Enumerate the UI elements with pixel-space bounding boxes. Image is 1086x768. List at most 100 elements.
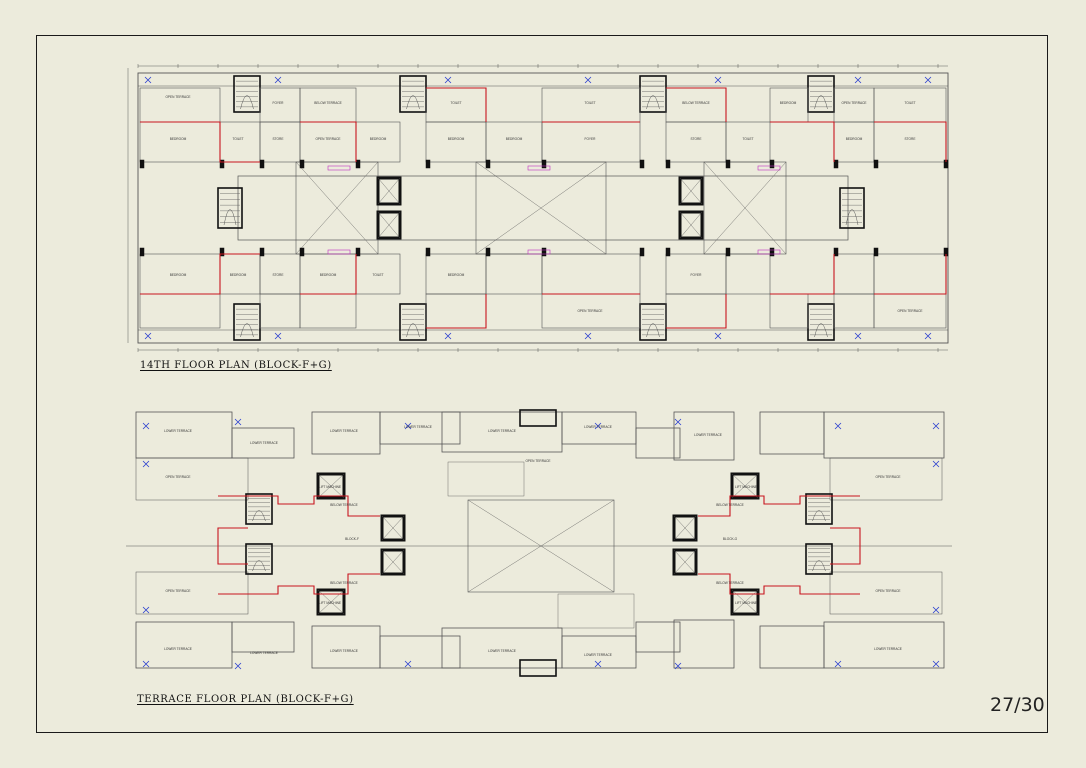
page-number: 27/30 xyxy=(990,694,1045,716)
room-label: LOWER TERRACE xyxy=(404,425,432,429)
room-label: OPEN TERRACE xyxy=(875,589,900,593)
room-top xyxy=(541,87,641,123)
below-terrace-box xyxy=(519,409,557,427)
room-top xyxy=(259,121,301,163)
room-label: BEDROOM xyxy=(370,137,387,141)
room-bottom xyxy=(873,253,947,295)
rainwater-pipe-mark xyxy=(144,76,152,84)
column xyxy=(665,159,671,169)
lift-machine-room xyxy=(316,588,346,616)
lower-terrace-box xyxy=(635,621,681,653)
room-top xyxy=(299,87,357,123)
terrace-staircase-arc xyxy=(812,510,826,522)
room-bottom xyxy=(485,253,543,295)
room-top xyxy=(665,87,727,123)
room-top xyxy=(873,87,947,123)
column xyxy=(485,159,491,169)
room-label: LOWER TERRACE xyxy=(330,649,358,653)
staircase xyxy=(807,303,835,341)
unit-boundary-red xyxy=(426,294,487,329)
rainwater-pipe-mark xyxy=(714,76,722,84)
room-label: BEDROOM xyxy=(170,137,187,141)
rainwater-pipe-mark xyxy=(854,76,862,84)
room-label: LOWER TERRACE xyxy=(164,429,192,433)
central-shaft-diag xyxy=(467,499,615,593)
open-terrace-band xyxy=(135,571,249,615)
room-label: BEDROOM xyxy=(230,273,247,277)
room-label: TOILET xyxy=(232,137,243,141)
lower-terrace-box xyxy=(135,621,233,669)
room-bottom xyxy=(769,293,809,329)
lower-terrace-box xyxy=(759,625,825,669)
column xyxy=(639,159,645,169)
column xyxy=(355,247,361,257)
room-top xyxy=(873,121,947,163)
column xyxy=(873,159,879,169)
rainwater-pipe-mark xyxy=(932,660,940,668)
unit-boundary-red xyxy=(874,121,947,162)
plan-title-terrace: TERRACE FLOOR PLAN (BLOCK-F+G) xyxy=(137,694,354,705)
room-bottom xyxy=(665,293,727,329)
column xyxy=(769,159,775,169)
floor-plan-terrace: LOWER TERRACE LOWER TERRACE LOWER TERRACE L… xyxy=(118,404,960,686)
lower-terrace-box xyxy=(635,427,681,459)
column xyxy=(425,159,431,169)
room-label: OPEN TERRACE xyxy=(841,101,866,105)
rainwater-pipe-mark xyxy=(584,76,592,84)
rainwater-pipe-mark xyxy=(274,76,282,84)
terrace-boundary-red xyxy=(830,527,861,565)
room-top xyxy=(833,121,875,163)
room-label: LOWER TERRACE xyxy=(584,653,612,657)
room-bottom xyxy=(541,253,641,295)
magenta-tag xyxy=(757,249,781,255)
column xyxy=(665,247,671,257)
column xyxy=(355,159,361,169)
column xyxy=(541,159,547,169)
rainwater-pipe-mark xyxy=(142,606,150,614)
room-top xyxy=(485,121,543,163)
staircase-arc xyxy=(646,323,660,338)
terrace-boundary-red xyxy=(698,495,860,517)
terrace-boundary-red xyxy=(217,527,248,565)
rainwater-pipe-mark xyxy=(594,660,602,668)
staircase-arc xyxy=(240,95,254,110)
room-label: LIFT MACHINE xyxy=(735,601,757,605)
rainwater-pipe-mark xyxy=(404,422,412,430)
side-staircase-arc xyxy=(845,209,859,226)
room-label: FOYER xyxy=(273,101,285,105)
rainwater-pipe-mark xyxy=(854,332,862,340)
staircase-arc xyxy=(406,323,420,338)
rainwater-pipe-mark xyxy=(924,76,932,84)
column xyxy=(259,247,265,257)
central-corridor xyxy=(237,175,849,241)
unit-boundary-red xyxy=(140,253,260,295)
terrace-staircase-arc xyxy=(252,510,266,522)
lower-terrace-box xyxy=(311,625,381,669)
terrace-boundary-red xyxy=(218,495,380,517)
unit-boundary-red xyxy=(666,87,727,122)
room-label: TOILET xyxy=(584,101,595,105)
terrace-staircase xyxy=(805,493,833,525)
floor-plan-terrace-drawing: LOWER TERRACE LOWER TERRACE LOWER TERRACE L… xyxy=(126,409,952,677)
magenta-tag xyxy=(757,165,781,171)
room-bottom xyxy=(833,253,875,295)
room-label: FOYER xyxy=(691,273,703,277)
central-shaft xyxy=(467,499,615,593)
staircase xyxy=(399,303,427,341)
room-label: LOWER TERRACE xyxy=(694,433,722,437)
staircase-arc xyxy=(240,323,254,338)
rainwater-pipe-mark xyxy=(444,332,452,340)
solar-note-box xyxy=(447,461,525,497)
room-label: OPEN TERRACE xyxy=(315,137,340,141)
room-label: LOWER TERRACE xyxy=(488,649,516,653)
room-label: STORE xyxy=(273,137,284,141)
unit-boundary-red xyxy=(426,87,487,122)
magenta-tag xyxy=(527,249,551,255)
lift-core xyxy=(376,210,402,240)
lift-machine-room xyxy=(380,514,406,542)
room-label: BELOW TERRACE xyxy=(716,503,744,507)
room-label: LOWER TERRACE xyxy=(488,429,516,433)
unit-boundary-red xyxy=(770,121,835,162)
room-top xyxy=(139,121,221,163)
